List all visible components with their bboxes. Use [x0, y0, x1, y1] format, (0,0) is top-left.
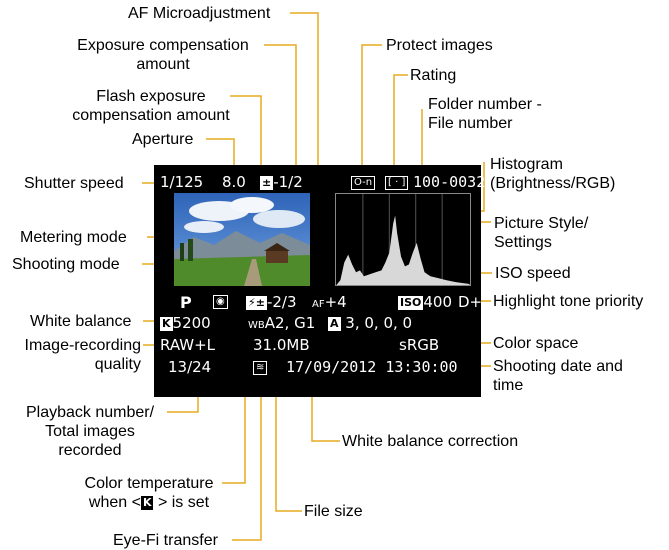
picture-style-display: A 3, 0, 0, 0 [328, 315, 412, 332]
protect-display: O-n [351, 174, 376, 191]
label-image-quality: Image-recording quality [24, 337, 142, 373]
rating-icon: [ · ] [385, 175, 409, 190]
shooting-mode-value: P [180, 293, 192, 312]
label-flash-comp: Flash exposure compensation amount [72, 88, 230, 124]
exposure-comp-icon: ± [260, 175, 274, 190]
shutter-speed-value: 1/125 [160, 173, 204, 191]
htp-value: D+ [458, 293, 483, 311]
aperture-value: 8.0 [222, 173, 246, 191]
af-micro-display: AF+4 [312, 294, 347, 313]
label-shutter: Shutter speed [24, 175, 124, 192]
label-histogram: Histogram (Brightness/RGB) [490, 156, 616, 192]
label-white-balance: White balance [30, 313, 132, 330]
rating-display: [ · ] [385, 174, 409, 191]
file-size-value: 31.0MB [253, 336, 310, 354]
label-protect: Protect images [386, 37, 493, 54]
wb-correction-value: A2, G1 [264, 314, 316, 332]
eyefi-icon: ≋ [253, 360, 268, 375]
wb-kelvin-icon: K [160, 316, 173, 331]
label-iso: ISO speed [495, 265, 571, 282]
color-temp-value: 5200 [172, 314, 211, 332]
flash-comp-display: ⚡±-2/3 [246, 294, 297, 311]
label-color-space: Color space [493, 335, 579, 352]
wb-correction-display: WBA2, G1 [248, 314, 316, 332]
label-shoot-date: Shooting date and time [493, 358, 623, 394]
label-wb-correction: White balance correction [342, 433, 519, 450]
af-micro-icon: AF [312, 299, 325, 310]
label-eyefi: Eye-Fi transfer [113, 532, 218, 549]
metering-display: ◉ [213, 293, 228, 310]
folder-file-value: 100-0032 [413, 173, 486, 191]
histogram-graph [336, 194, 470, 285]
iso-icon: ISO [398, 295, 424, 310]
wb-kelvin-legend-icon: K [140, 495, 154, 510]
playback-value: 13/24 [168, 358, 212, 376]
label-file-size: File size [304, 503, 363, 520]
exposure-comp-value: -1/2 [273, 173, 303, 191]
iso-value: 400 [423, 293, 453, 311]
label-rating: Rating [410, 67, 457, 84]
flash-comp-value: -2/3 [266, 293, 297, 311]
protect-icon: O-n [351, 175, 376, 190]
photo-thumbnail [174, 193, 310, 286]
label-color-temp: Color temperature when <K > is set [84, 475, 214, 511]
picture-style-values: 3, 0, 0, 0 [345, 314, 413, 332]
picture-style-icon: A [328, 316, 341, 331]
metering-icon: ◉ [213, 294, 228, 309]
label-picture-style: Picture Style/ Settings [494, 215, 589, 251]
label-metering: Metering mode [20, 229, 127, 246]
label-htp: Highlight tone priority [493, 293, 644, 310]
eyefi-display: ≋ [253, 359, 268, 376]
label-af-micro: AF Microadjustment [128, 5, 271, 22]
label-shooting-mode: Shooting mode [12, 256, 120, 273]
label-folder-file: Folder number - File number [428, 96, 542, 132]
flash-comp-icon: ⚡± [246, 295, 267, 310]
exposure-comp-display: ±-1/2 [260, 174, 303, 191]
af-micro-value: +4 [324, 293, 347, 311]
label-playback: Playback number/ Total images recorded [25, 404, 155, 459]
label-exposure-comp: Exposure compensation amount [77, 37, 249, 73]
label-aperture: Aperture [132, 131, 194, 148]
datetime-value: 17/09/2012 13:30:00 [286, 358, 458, 376]
color-space-value: sRGB [399, 336, 440, 354]
histogram-panel [335, 193, 471, 286]
quality-value: RAW+L [160, 336, 216, 354]
